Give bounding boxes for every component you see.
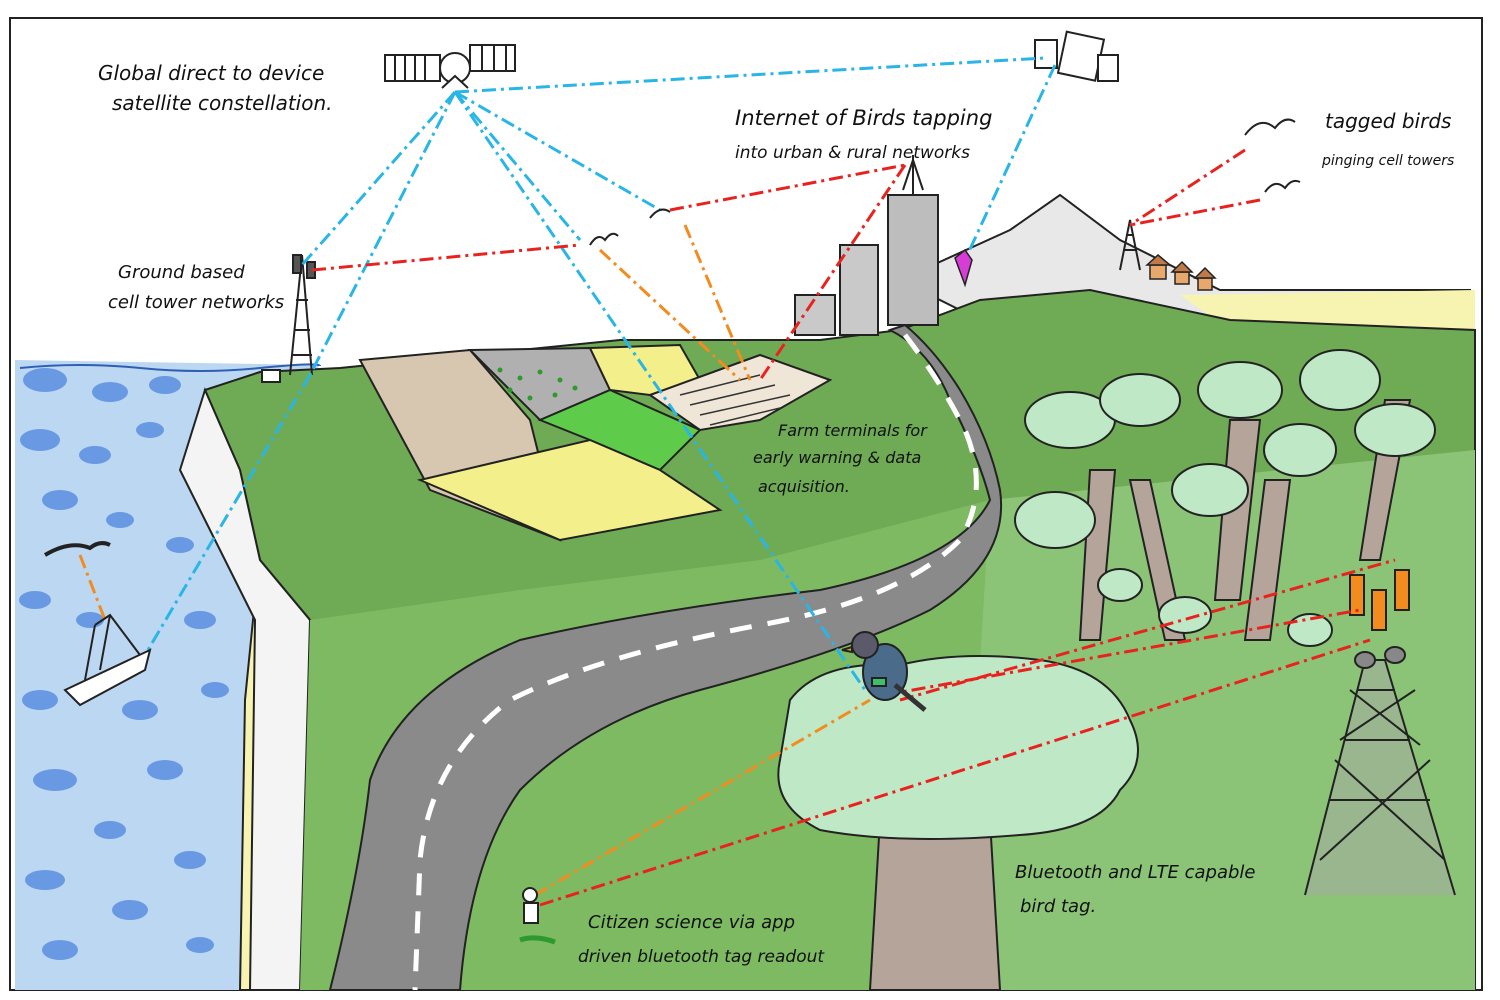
road xyxy=(328,323,1003,991)
label-satellite-line1: Global direct to device xyxy=(98,61,324,85)
bluetooth-links xyxy=(78,224,871,897)
label-citizen-line1: Citizen science via app xyxy=(588,912,795,933)
label-tag-line1: Bluetooth and LTE capable xyxy=(1015,862,1255,883)
satellite-2-icon xyxy=(1034,30,1119,82)
tagged-bird-city-icon xyxy=(954,248,973,288)
cell-tower-big-icon xyxy=(1304,569,1456,896)
sea-waves xyxy=(19,363,321,372)
village-icon xyxy=(1145,254,1217,291)
cell-tower-village-icon xyxy=(1119,219,1141,271)
label-tagged-line2: pinging cell towers xyxy=(1321,153,1454,169)
field-furrows xyxy=(679,374,791,426)
field-green xyxy=(537,388,702,472)
city-icon xyxy=(794,155,939,336)
label-ground-line2: cell tower networks xyxy=(108,292,284,313)
field-yellow-low xyxy=(416,438,723,542)
label-iob-line2: into urban & rural networks xyxy=(735,143,970,163)
label-farm-line1: Farm terminals for xyxy=(778,421,928,440)
label-farm-line2: early warning & data xyxy=(753,448,921,467)
cell-links xyxy=(311,148,1396,907)
crop-dots xyxy=(497,367,578,401)
sea-dots xyxy=(19,368,229,960)
label-satellite-line2: satellite constellation. xyxy=(112,91,333,115)
label-tag-line2: bird tag. xyxy=(1020,896,1096,917)
annotations: Global direct to device satellite conste… xyxy=(98,61,1454,967)
bird-icon xyxy=(43,118,1301,557)
boat-icon xyxy=(63,613,152,707)
satellite-links xyxy=(143,56,1057,691)
label-farm-line3: acquisition. xyxy=(758,477,850,496)
label-citizen-line2: driven bluetooth tag readout xyxy=(578,947,825,967)
tagged-bird-icon xyxy=(841,631,927,712)
person-icon xyxy=(519,887,556,945)
label-iob-line1: Internet of Birds tapping xyxy=(735,106,992,130)
cliff-face xyxy=(178,387,312,991)
label-tagged-line1: tagged birds xyxy=(1325,109,1451,133)
label-ground-line1: Ground based xyxy=(118,262,245,283)
satellite-icon xyxy=(384,44,516,89)
